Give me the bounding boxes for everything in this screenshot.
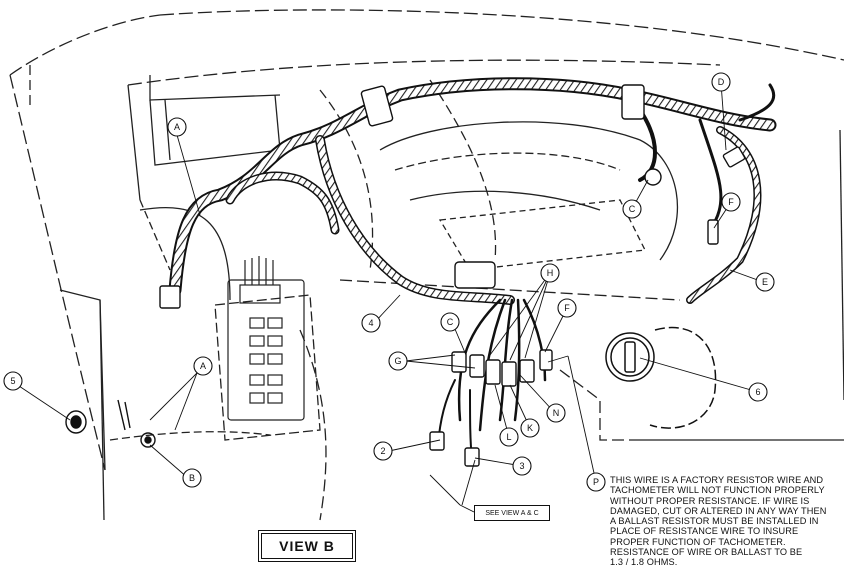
- callout-3: 3: [512, 456, 532, 476]
- svg-text:D: D: [718, 77, 725, 87]
- connectors: [159, 84, 746, 467]
- dashboard-outline: [9, 9, 844, 521]
- svg-text:F: F: [728, 197, 734, 207]
- callout-B: B: [182, 468, 202, 488]
- ignition-switch: [605, 326, 717, 429]
- note-line: DAMAGED, CUT OR ALTERED IN ANY WAY THEN: [610, 505, 827, 516]
- resistor-wire-note: THIS WIRE IS A FACTORY RESISTOR WIRE AND…: [610, 475, 840, 568]
- callout-2: 2: [373, 441, 393, 461]
- svg-text:N: N: [553, 408, 560, 418]
- svg-text:6: 6: [755, 387, 760, 397]
- note-line: A BALLAST RESISTOR MUST BE INSTALLED IN: [610, 516, 819, 527]
- note-line: 1.3 / 1.8 OHMS.: [610, 557, 678, 568]
- callout-A-lower: A: [193, 356, 213, 376]
- callout-5: 5: [3, 371, 23, 391]
- svg-text:A: A: [174, 122, 180, 132]
- callout-H: H: [540, 263, 560, 283]
- svg-text:C: C: [447, 317, 454, 327]
- svg-text:L: L: [506, 432, 511, 442]
- svg-text:G: G: [394, 356, 401, 366]
- svg-text:5: 5: [10, 376, 15, 386]
- see-view-label: SEE VIEW A & C: [474, 505, 550, 521]
- callout-F-upper: F: [721, 192, 741, 212]
- fuse-block: [227, 256, 305, 421]
- svg-text:C: C: [629, 204, 636, 214]
- callout-C-upper: C: [622, 199, 642, 219]
- svg-text:P: P: [593, 477, 599, 487]
- svg-text:3: 3: [519, 461, 524, 471]
- callout-C-lower: C: [440, 312, 460, 332]
- callout-A-upper: A: [167, 117, 187, 137]
- note-line: WITHOUT PROPER RESISTANCE. IF WIRE IS: [610, 495, 810, 506]
- callout-K: K: [520, 418, 540, 438]
- callout-P: P: [586, 472, 606, 492]
- note-line: PLACE OF RESISTANCE WIRE TO INSURE: [610, 526, 799, 537]
- svg-text:2: 2: [380, 446, 385, 456]
- svg-text:E: E: [762, 277, 768, 287]
- grommets: [65, 399, 156, 448]
- callout-6: 6: [748, 382, 768, 402]
- note-line: THIS WIRE IS A FACTORY RESISTOR WIRE AND: [610, 475, 824, 485]
- view-title: VIEW B: [258, 530, 356, 562]
- callout-G: G: [388, 351, 408, 371]
- callout-F-lower: F: [557, 298, 577, 318]
- callout-4: 4: [361, 313, 381, 333]
- svg-text:K: K: [527, 423, 533, 433]
- svg-text:A: A: [200, 361, 206, 371]
- svg-text:F: F: [564, 303, 570, 313]
- callout-D: D: [711, 72, 731, 92]
- svg-text:4: 4: [368, 318, 373, 328]
- note-line: TACHOMETER WILL NOT FUNCTION PROPERLY: [610, 485, 825, 496]
- callout-E: E: [755, 272, 775, 292]
- note-line: RESISTANCE OF WIRE OR BALLAST TO BE: [610, 547, 803, 558]
- svg-text:B: B: [189, 473, 195, 483]
- callout-L: L: [499, 427, 519, 447]
- note-line: PROPER FUNCTION OF TACHOMETER.: [610, 536, 786, 547]
- callout-N: N: [546, 403, 566, 423]
- svg-text:H: H: [547, 268, 554, 278]
